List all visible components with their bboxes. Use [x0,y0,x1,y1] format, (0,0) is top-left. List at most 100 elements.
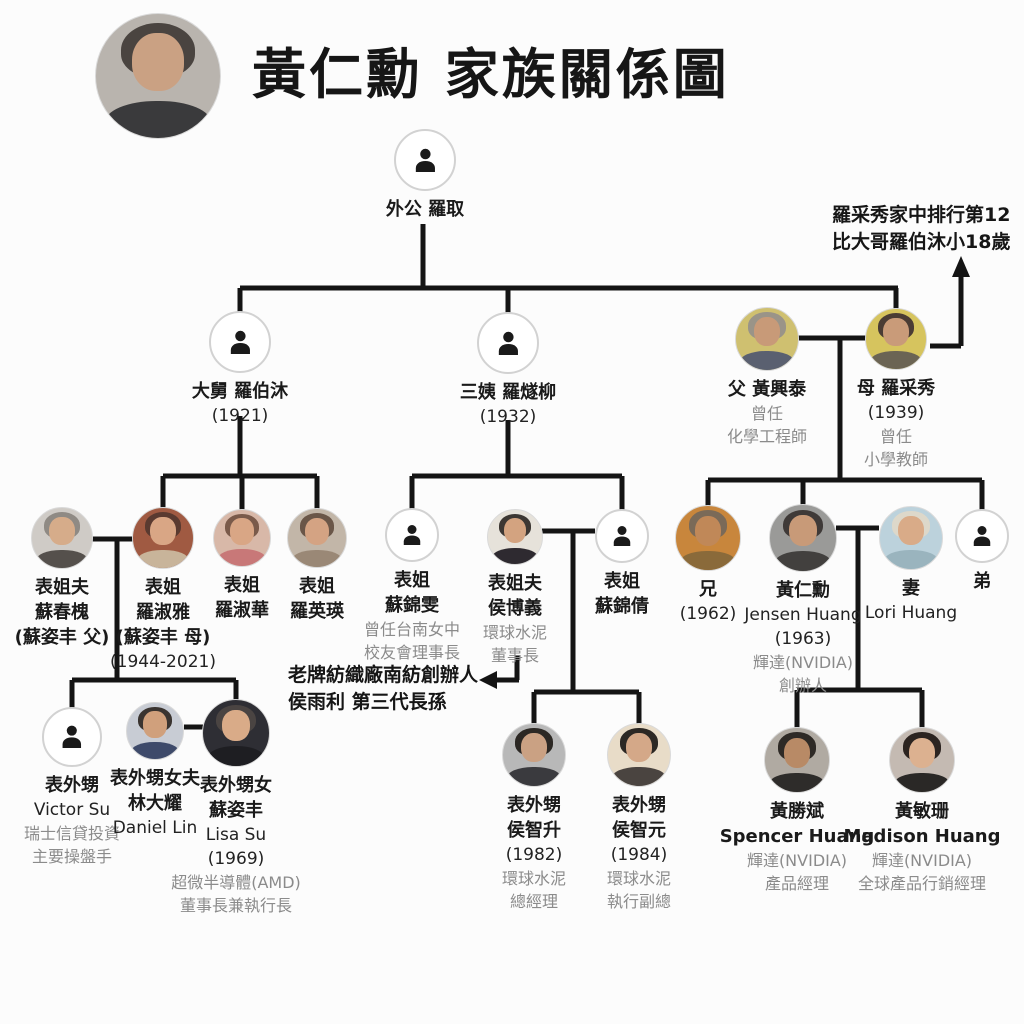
person-node-jensen: 黃仁勳 Jensen Huang (1963) 輝達(NVIDIA) 創辦人 [713,504,893,697]
person-node-hou-zhisheng: 表外甥 侯智升 (1982) 環球水泥 總經理 [459,723,609,913]
person-photo [213,509,271,567]
person-node-brother: 兄 (1962) [648,505,768,626]
person-role: 瑞士信貸投資 主要操盤手 [23,824,120,866]
jensen-huang-photo [95,13,221,139]
person-photo [879,506,943,570]
person-years: (1932) [479,407,537,427]
person-years: (1984) [610,845,668,865]
person-icon [394,129,456,191]
header-avatar [95,13,221,139]
person-name-en: Lisa Su (1969) [205,825,267,869]
person-photo [769,504,837,572]
page-title: 黃仁勳 家族關係圖 [252,43,730,106]
person-node-madison-huang: 黃敏珊 Madison Huang 輝達(NVIDIA) 全球產品行銷經理 [822,727,1022,895]
person-label: 表姐 羅英瑛 [290,576,344,622]
person-node-luo-shuya: 表姐 羅淑雅 (蘇姿丰 母) (1944-2021) [88,507,238,674]
person-node-victor-su: 表外甥 Victor Su 瑞士信貸投資 主要操盤手 [0,707,147,868]
person-photo [31,507,93,569]
person-label: 表外甥女夫 林大耀 [110,768,200,814]
person-label: 表姐 羅淑雅 (蘇姿丰 母) [115,577,211,648]
person-years: (1939) [867,403,925,423]
person-label: 表姐夫 蘇春槐 (蘇姿丰 父) [14,577,110,648]
person-icon [955,509,1009,563]
person-icon [477,312,539,374]
person-label: 表姐 羅淑華 [215,575,269,621]
person-node-hou-zhiyuan: 表外甥 侯智元 (1984) 環球水泥 執行副總 [564,723,714,913]
person-label: 黃敏珊 Madison Huang [843,801,1001,847]
person-label: 母 羅采秀 [856,378,936,399]
person-photo [487,509,543,565]
person-photo [764,727,830,793]
person-node-hou-boyi: 表姐夫 侯博義 環球水泥 董事長 [440,509,590,667]
person-name-en: Jensen Huang (1963) [744,605,862,649]
person-photo [735,307,799,371]
person-node-su-jinwen: 表姐 蘇錦雯 曾任台南女中 校友會理事長 [332,508,492,664]
mother-note: 羅采秀家中排行第12 比大哥羅伯沐小18歲 [832,204,1011,253]
left-arrow [479,655,520,689]
person-node-dajiu: 大舅 羅伯沐 (1921) [165,311,315,428]
person-node-su-jinqian: 表姐 蘇錦倩 [562,509,682,619]
person-role: 曾任台南女中 校友會理事長 [363,620,460,662]
person-node-wife: 妻 Lori Huang [836,506,986,625]
person-role: 輝達(NVIDIA) 全球產品行銷經理 [857,851,986,893]
person-photo [287,508,347,568]
person-role: 環球水泥 總經理 [501,869,566,911]
person-icon [595,509,649,563]
person-label: 黃勝斌 Spencer Huang [719,801,875,847]
person-years: (1921) [211,406,269,426]
person-label: 黃仁勳 [775,580,830,601]
person-years: (1982) [505,845,563,865]
person-role: 輝達(NVIDIA) 創辦人 [752,653,854,695]
hou-note: 老牌紡織廠南紡創辦人 侯雨利 第三代長孫 [288,664,479,713]
person-role: 曾任 化學工程師 [726,404,807,446]
person-node-waigong: 外公 羅取 [350,129,500,222]
person-years: (1944-2021) [110,652,216,672]
person-label: 父 黃興泰 [727,379,807,400]
person-photo [126,702,184,760]
person-role: 曾任 小學教師 [863,427,928,469]
person-icon [385,508,439,562]
person-icon [209,311,271,373]
person-label: 表姐 蘇錦倩 [595,571,649,617]
person-node-lisa-su: 表外甥女 蘇姿丰 Lisa Su (1969) 超微半導體(AMD) 董事長兼執… [131,699,341,917]
person-node-younger-brother: 弟 [932,509,1024,594]
person-label: 表外甥 [44,775,99,796]
up-arrow [930,256,970,349]
person-icon [42,707,102,767]
person-label: 表姐 蘇錦雯 [384,570,439,616]
person-label: 三姨 羅燧柳 [459,382,557,403]
person-photo [865,308,927,370]
person-node-daniel-lin: 表外甥女夫 林大耀 Daniel Lin [80,702,230,840]
person-photo [132,507,194,569]
person-node-spencer-huang: 黃勝斌 Spencer Huang 輝達(NVIDIA) 產品經理 [702,727,892,895]
person-node-su-chunhuai: 表姐夫 蘇春槐 (蘇姿丰 父) [0,507,132,650]
person-node-father: 父 黃興泰 曾任 化學工程師 [692,307,842,448]
person-label: 妻 [901,578,920,599]
person-photo [889,727,955,793]
person-photo [502,723,566,787]
person-photo [607,723,671,787]
person-node-luo-yingying: 表姐 羅英瑛 [257,508,377,624]
person-name-en: Lori Huang [864,603,958,623]
person-label: 表外甥女 蘇姿丰 [200,775,272,821]
person-label: 表外甥 侯智元 [611,795,666,841]
person-photo [202,699,270,767]
person-label: 兄 [699,579,717,600]
person-label: 弟 [973,571,991,592]
person-years: (1962) [679,604,737,624]
person-label: 表姐夫 侯博義 [487,573,542,619]
person-node-sanyi: 三姨 羅燧柳 (1932) [433,312,583,429]
person-photo [675,505,741,571]
person-role: 環球水泥 董事長 [482,623,547,665]
person-label: 外公 羅取 [385,199,465,220]
person-role: 超微半導體(AMD) 董事長兼執行長 [171,873,301,915]
person-label: 表外甥 侯智升 [506,795,561,841]
person-node-mother: 母 羅采秀 (1939) 曾任 小學教師 [821,308,971,471]
person-name-en: Daniel Lin [112,818,198,838]
person-role: 環球水泥 執行副總 [606,869,671,911]
person-name-en: Victor Su [33,800,111,820]
person-node-luo-shuhua: 表姐 羅淑華 [182,509,302,623]
person-role: 輝達(NVIDIA) 產品經理 [746,851,848,893]
